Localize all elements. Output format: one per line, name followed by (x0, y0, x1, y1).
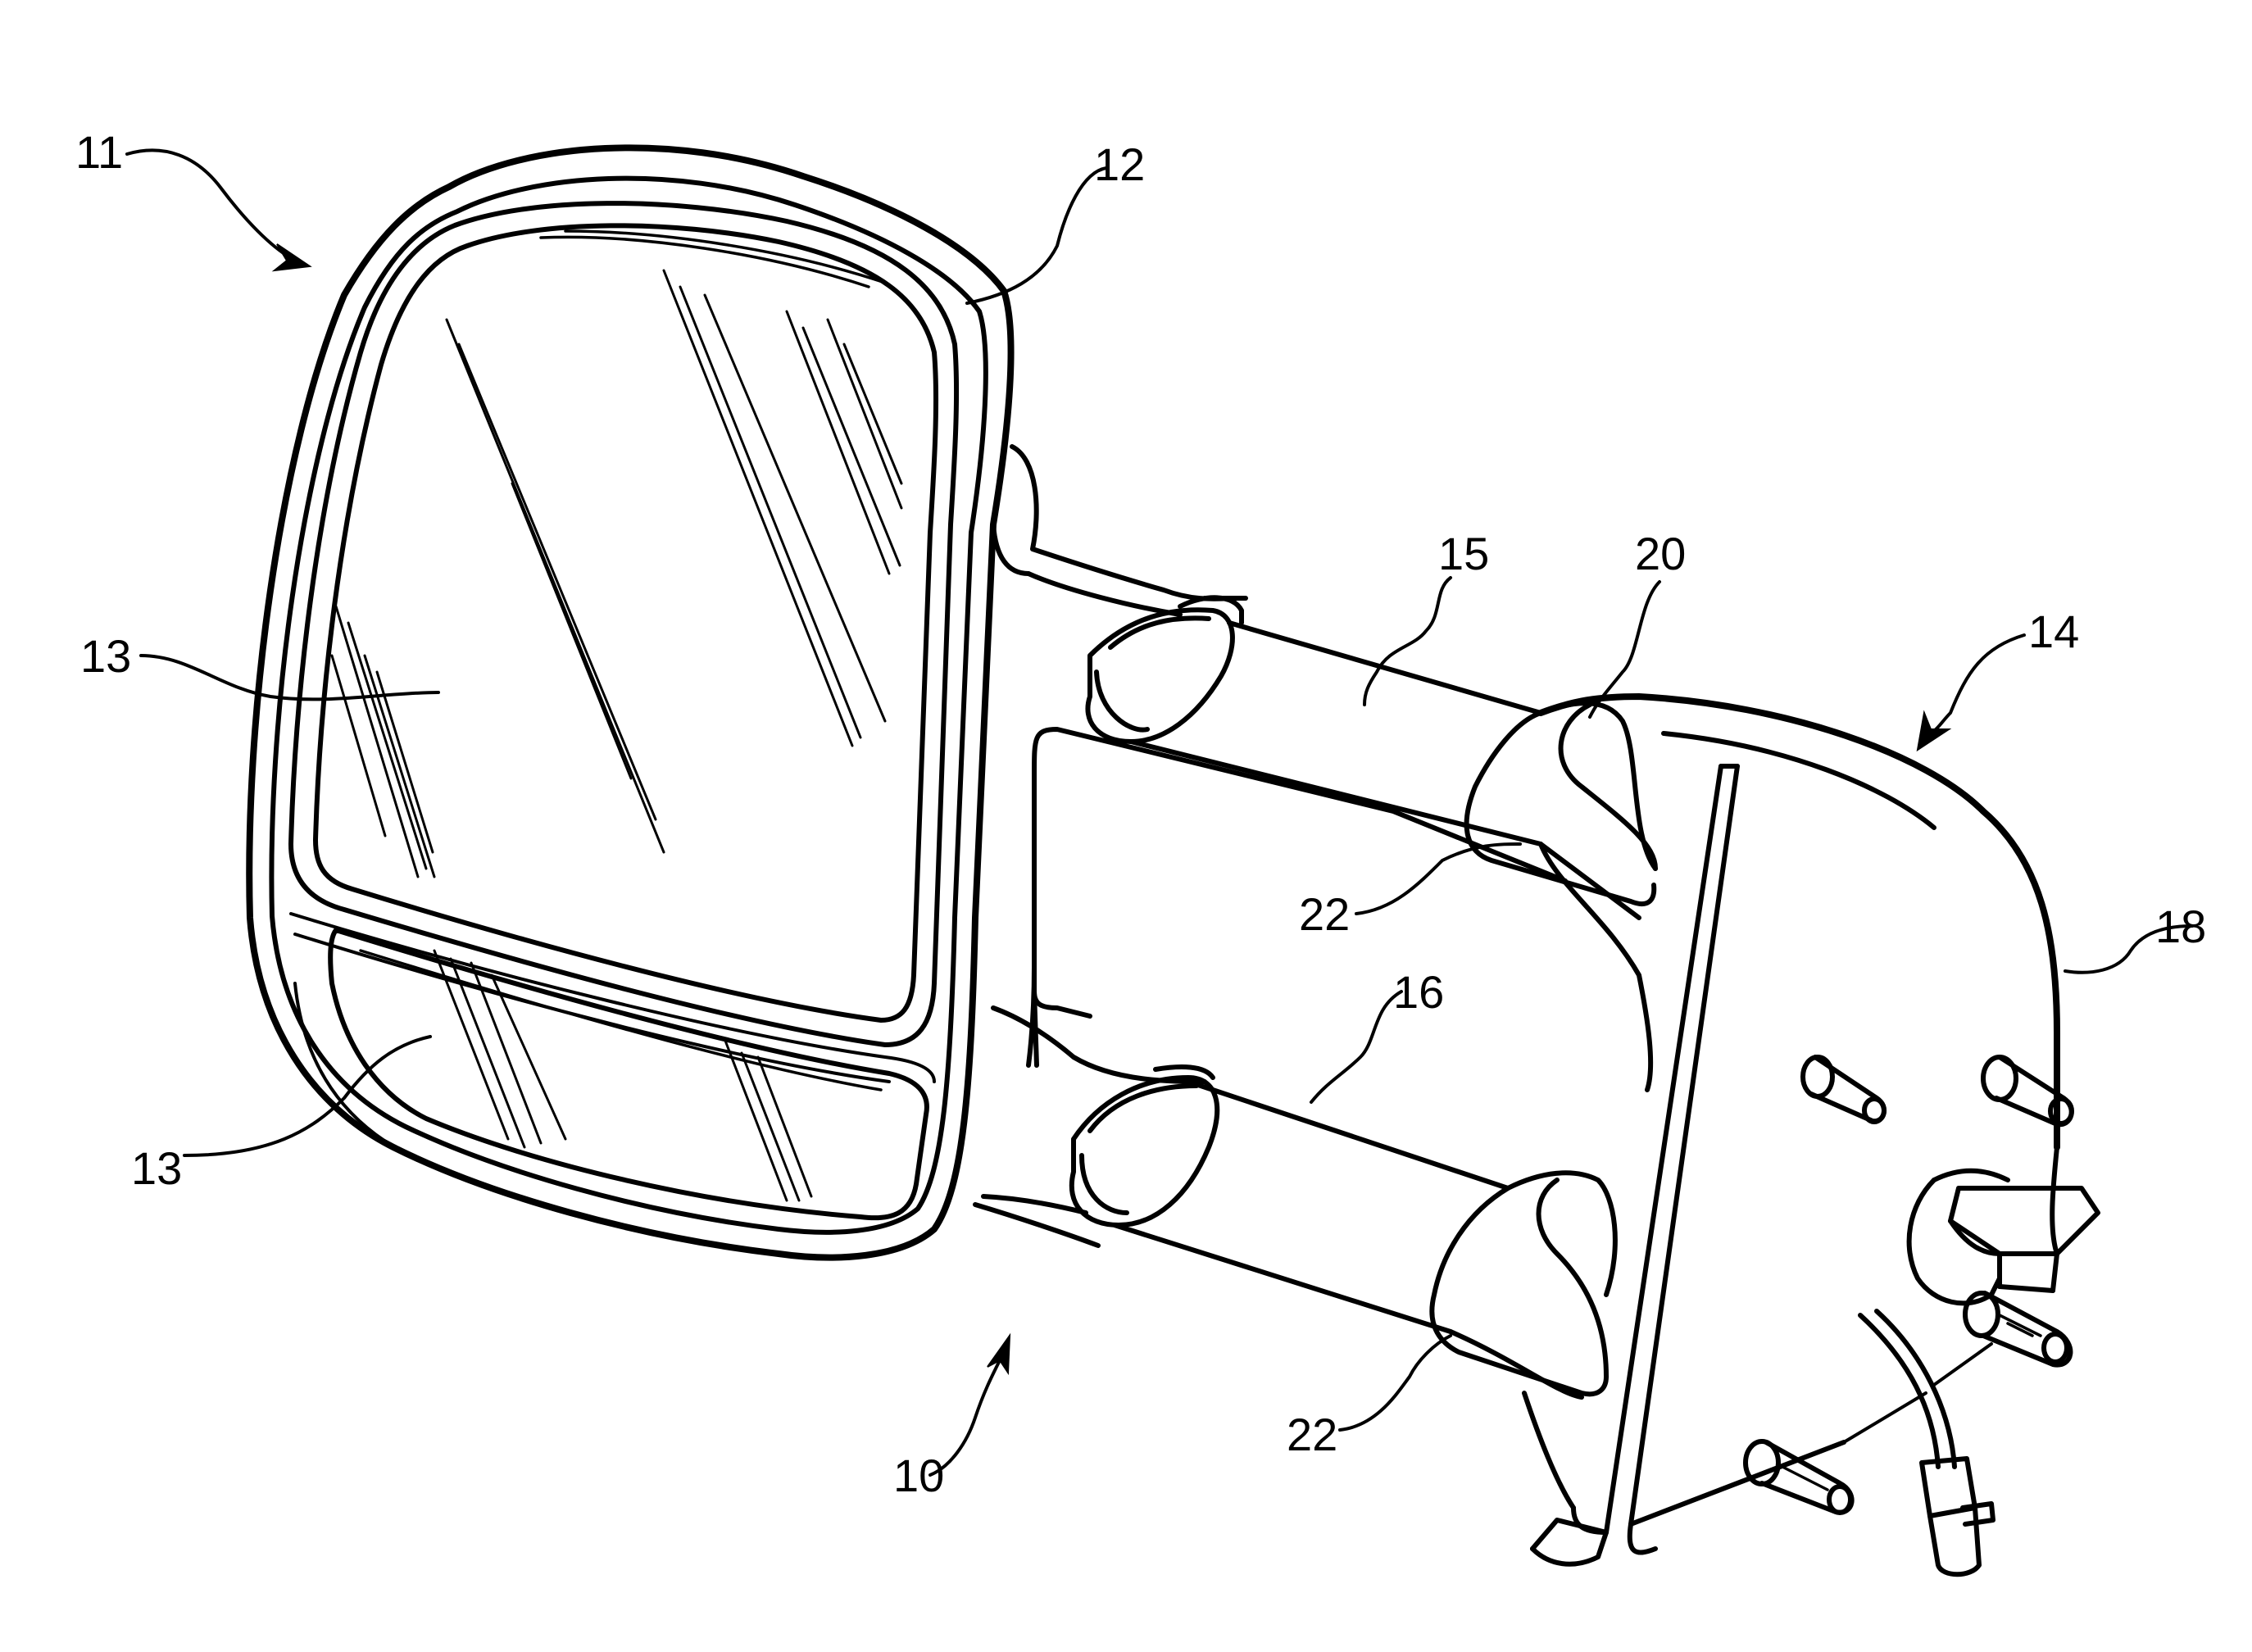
stud (1746, 1441, 1852, 1513)
mounting-studs (1746, 1057, 2098, 1574)
leader-lines (127, 150, 2192, 1475)
reference-labels: 11 12 13 13 15 20 14 22 18 16 22 10 (75, 126, 2206, 1501)
label-11: 11 (75, 126, 123, 178)
label-10: 10 (893, 1450, 944, 1501)
stud (1803, 1057, 1884, 1122)
label-14: 14 (2028, 606, 2079, 657)
leader-22-lower (1340, 1336, 1451, 1430)
leader-15 (1364, 578, 1451, 705)
label-20: 20 (1635, 528, 1686, 579)
connector-grommet (1909, 1171, 2098, 1304)
leader-13-upper (141, 656, 438, 699)
leader-11 (127, 150, 291, 258)
stud (1965, 1293, 2070, 1365)
label-12: 12 (1094, 138, 1145, 190)
leader-14 (1930, 635, 2024, 733)
label-22-upper: 22 (1299, 888, 1350, 940)
housing-neck (975, 447, 1237, 1246)
label-13-upper: 13 (80, 630, 131, 682)
lower-socket (1432, 1173, 1615, 1508)
mirror-head (249, 148, 1010, 1257)
leader-12 (967, 168, 1106, 303)
lower-support-arm (1072, 1067, 1582, 1397)
leader-16 (1311, 992, 1401, 1102)
arrowhead-10 (988, 1336, 1010, 1373)
bracket-body (1532, 697, 2057, 1564)
label-16: 16 (1393, 966, 1444, 1018)
label-18: 18 (2155, 901, 2206, 952)
label-22-lower: 22 (1287, 1409, 1337, 1460)
wire-harness (1860, 1311, 1993, 1574)
arrowhead-11 (275, 244, 310, 270)
label-13-lower: 13 (131, 1142, 182, 1194)
upper-socket (1467, 703, 1655, 1090)
label-15: 15 (1438, 528, 1489, 579)
